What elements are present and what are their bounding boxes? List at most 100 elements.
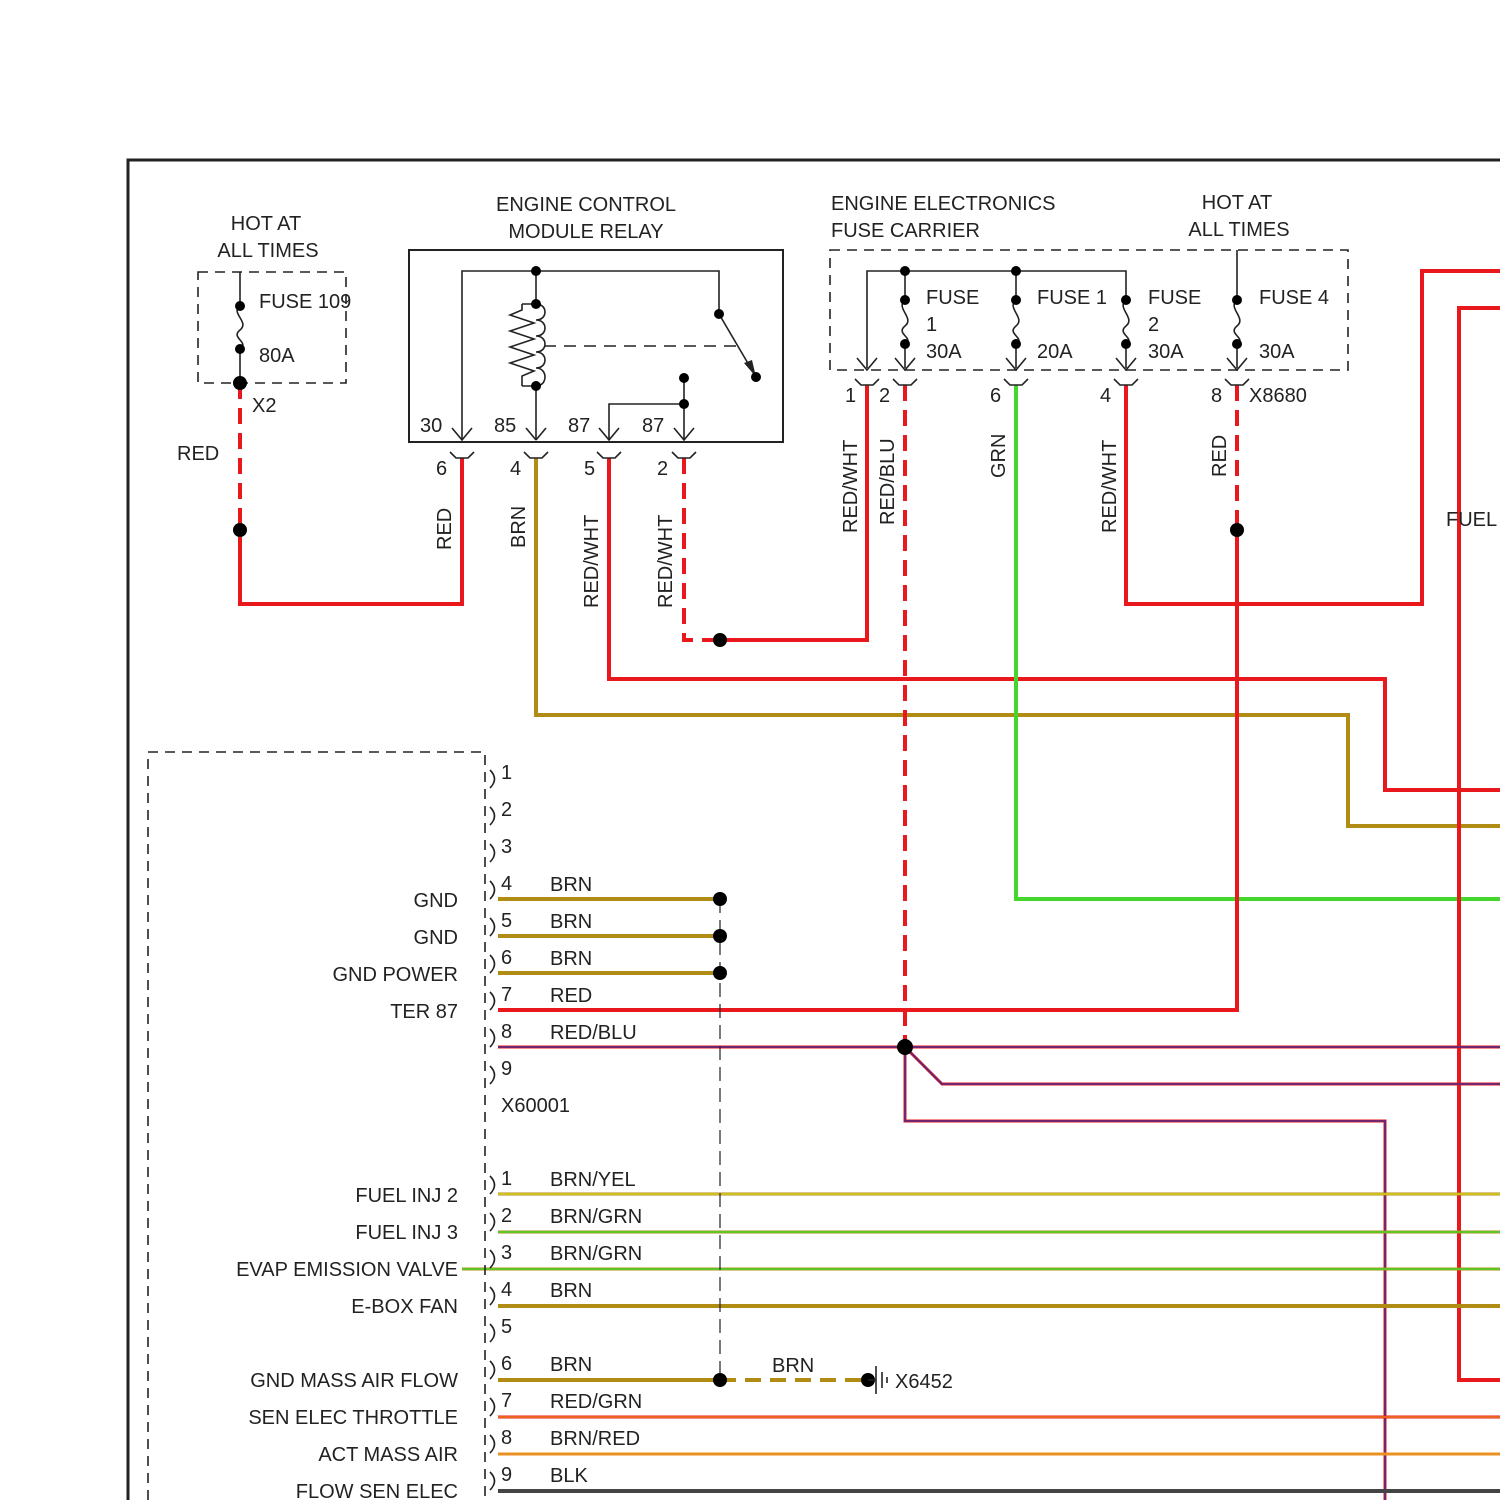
- relay-pin-2: 2: [657, 458, 668, 480]
- pin-number: 1: [501, 1168, 512, 1190]
- pin-wire-color-label: BRN/GRN: [550, 1206, 642, 1228]
- relay-node-coil-top: [531, 299, 541, 309]
- pin-function-label: TER 87: [390, 1001, 458, 1023]
- relay-node-87-lower: [679, 399, 689, 409]
- relay-node-87-upper: [679, 373, 689, 383]
- fuse-carrier-title-line1: ENGINE ELECTRONICS: [831, 193, 1055, 215]
- ground-symbol-icon: [868, 1366, 887, 1394]
- pin-socket-icon: [490, 1176, 495, 1194]
- fuel-partial-label: FUEL: [1446, 509, 1497, 531]
- pin-number: 7: [501, 984, 512, 1006]
- fuse-4-rating: 30A: [1259, 341, 1295, 363]
- pin-socket-icon: [490, 1324, 495, 1342]
- fuse-109-top-terminal: [235, 301, 245, 311]
- fuse-4-bottom: [1232, 339, 1242, 349]
- pin-socket-icon: [490, 1435, 495, 1453]
- pin-socket-icon: [490, 770, 495, 788]
- x8680-label: X8680: [1249, 385, 1307, 407]
- pin-wire-color-label: BRN: [550, 1280, 592, 1302]
- hot-at-all-times-right-line2: ALL TIMES: [1188, 219, 1289, 241]
- carrier-wire-color-redwht-1: RED/WHT: [840, 440, 862, 533]
- fuse-2-name-line1: FUSE: [1148, 287, 1201, 309]
- splice-dot-redblu: [897, 1039, 913, 1055]
- pin-number: 1: [501, 762, 512, 784]
- carrier-connector-forks: [855, 379, 1249, 385]
- splice-dot-gnd-3: [713, 966, 727, 980]
- pin-function-label: GND POWER: [332, 964, 458, 986]
- pin-wire-color-label: BRN: [550, 948, 592, 970]
- pin-socket-icon: [490, 881, 495, 899]
- fuse-109-name: FUSE 109: [259, 291, 351, 313]
- wire-carrier-pin6-grn: [1016, 385, 1500, 899]
- relay-terminal-30: 30: [420, 415, 442, 437]
- relay-wire-color-brn: BRN: [508, 506, 530, 548]
- fuse-1b-top: [1011, 295, 1021, 305]
- relay-coil-resistor: [510, 304, 534, 386]
- pin-socket-icon: [490, 1398, 495, 1416]
- wire-splice-branch-lower-tracer: [905, 1047, 1385, 1500]
- pin-number: 9: [501, 1058, 512, 1080]
- relay-terminal-85: 85: [494, 415, 516, 437]
- carrier-wire-color-grn: GRN: [988, 434, 1010, 478]
- carrier-wire-color-redblu: RED/BLU: [877, 438, 899, 525]
- wire-splice-branch-upper: [905, 1047, 1500, 1084]
- pin-number: 2: [501, 1205, 512, 1227]
- pin-wire-color-label: BRN/RED: [550, 1428, 640, 1450]
- pin-number: 6: [501, 947, 512, 969]
- fuse-4-name: FUSE 4: [1259, 287, 1329, 309]
- ecm-relay-title-line1: ENGINE CONTROL: [496, 194, 676, 216]
- wire-relay-pin2-redwht-dashed: [684, 458, 720, 640]
- pin-socket-icon: [490, 1066, 495, 1084]
- carrier-node-2: [1011, 266, 1021, 276]
- fuse-1b-symbol: [1013, 300, 1019, 368]
- pin-wire-color-label: BRN/GRN: [550, 1243, 642, 1265]
- pin-socket-icon: [490, 1287, 495, 1305]
- red-wire-label-left: RED: [177, 443, 219, 465]
- x60001-label: X60001: [501, 1095, 570, 1117]
- ecm-relay: ENGINE CONTROL MODULE RELAY 30 85 87 87 …: [409, 194, 783, 647]
- pin-socket-icon: [490, 1250, 495, 1268]
- hot-at-all-times-left-line2: ALL TIMES: [217, 240, 318, 262]
- fuse-2-symbol: [1123, 300, 1129, 368]
- fuse-carrier-title-line2: FUSE CARRIER: [831, 220, 980, 242]
- pin-function-label: ACT MASS AIR: [318, 1444, 458, 1466]
- carrier-node-1: [900, 266, 910, 276]
- carrier-pin-6: 6: [990, 385, 1001, 407]
- x2-label: X2: [252, 395, 276, 417]
- carrier-pin-8: 8: [1211, 385, 1222, 407]
- relay-node-top: [531, 266, 541, 276]
- splice-dot-gnd-mass-air: [713, 1373, 727, 1387]
- relay-wire-color-redwht-1: RED/WHT: [581, 515, 603, 608]
- pin-wire-color-label: BLK: [550, 1465, 588, 1487]
- pin-socket-icon: [490, 844, 495, 862]
- splice-dot-red-left: [233, 523, 247, 537]
- pin-number: 2: [501, 799, 512, 821]
- fuse-109-rating: 80A: [259, 345, 295, 367]
- pin-socket-icon: [490, 955, 495, 973]
- relay-coil-winding: [536, 304, 545, 386]
- splice-dot-redwht: [713, 633, 727, 647]
- fuse-1b-name: FUSE 1: [1037, 287, 1107, 309]
- fuse-109-bottom-terminal: [235, 344, 245, 354]
- pin-function-label: FUEL INJ 3: [355, 1222, 458, 1244]
- hot-at-all-times-right-line1: HOT AT: [1202, 192, 1272, 214]
- pin-wire-color-label: RED/BLU: [550, 1022, 637, 1044]
- pin-wire-color-label: BRN/YEL: [550, 1169, 636, 1191]
- wire-relay-pin5-redwht: [609, 458, 1500, 790]
- carrier-pin-4: 4: [1100, 385, 1111, 407]
- relay-wire-color-red: RED: [434, 508, 456, 550]
- pin-function-label: GND: [414, 890, 458, 912]
- x2-connector-dot: [233, 376, 247, 390]
- wire-carrier-pin4-redwht: [1126, 271, 1500, 604]
- x6452-label: X6452: [895, 1371, 953, 1393]
- pin-number: 3: [501, 836, 512, 858]
- brn-ground-label: BRN: [772, 1355, 814, 1377]
- fuse-1-top: [900, 295, 910, 305]
- pin-socket-icon: [490, 992, 495, 1010]
- fuse-109-symbol: [237, 272, 243, 383]
- relay-wire-color-redwht-2: RED/WHT: [655, 515, 677, 608]
- pin-function-label: SEN ELEC THROTTLE: [248, 1407, 458, 1429]
- fuse-1-bottom: [900, 339, 910, 349]
